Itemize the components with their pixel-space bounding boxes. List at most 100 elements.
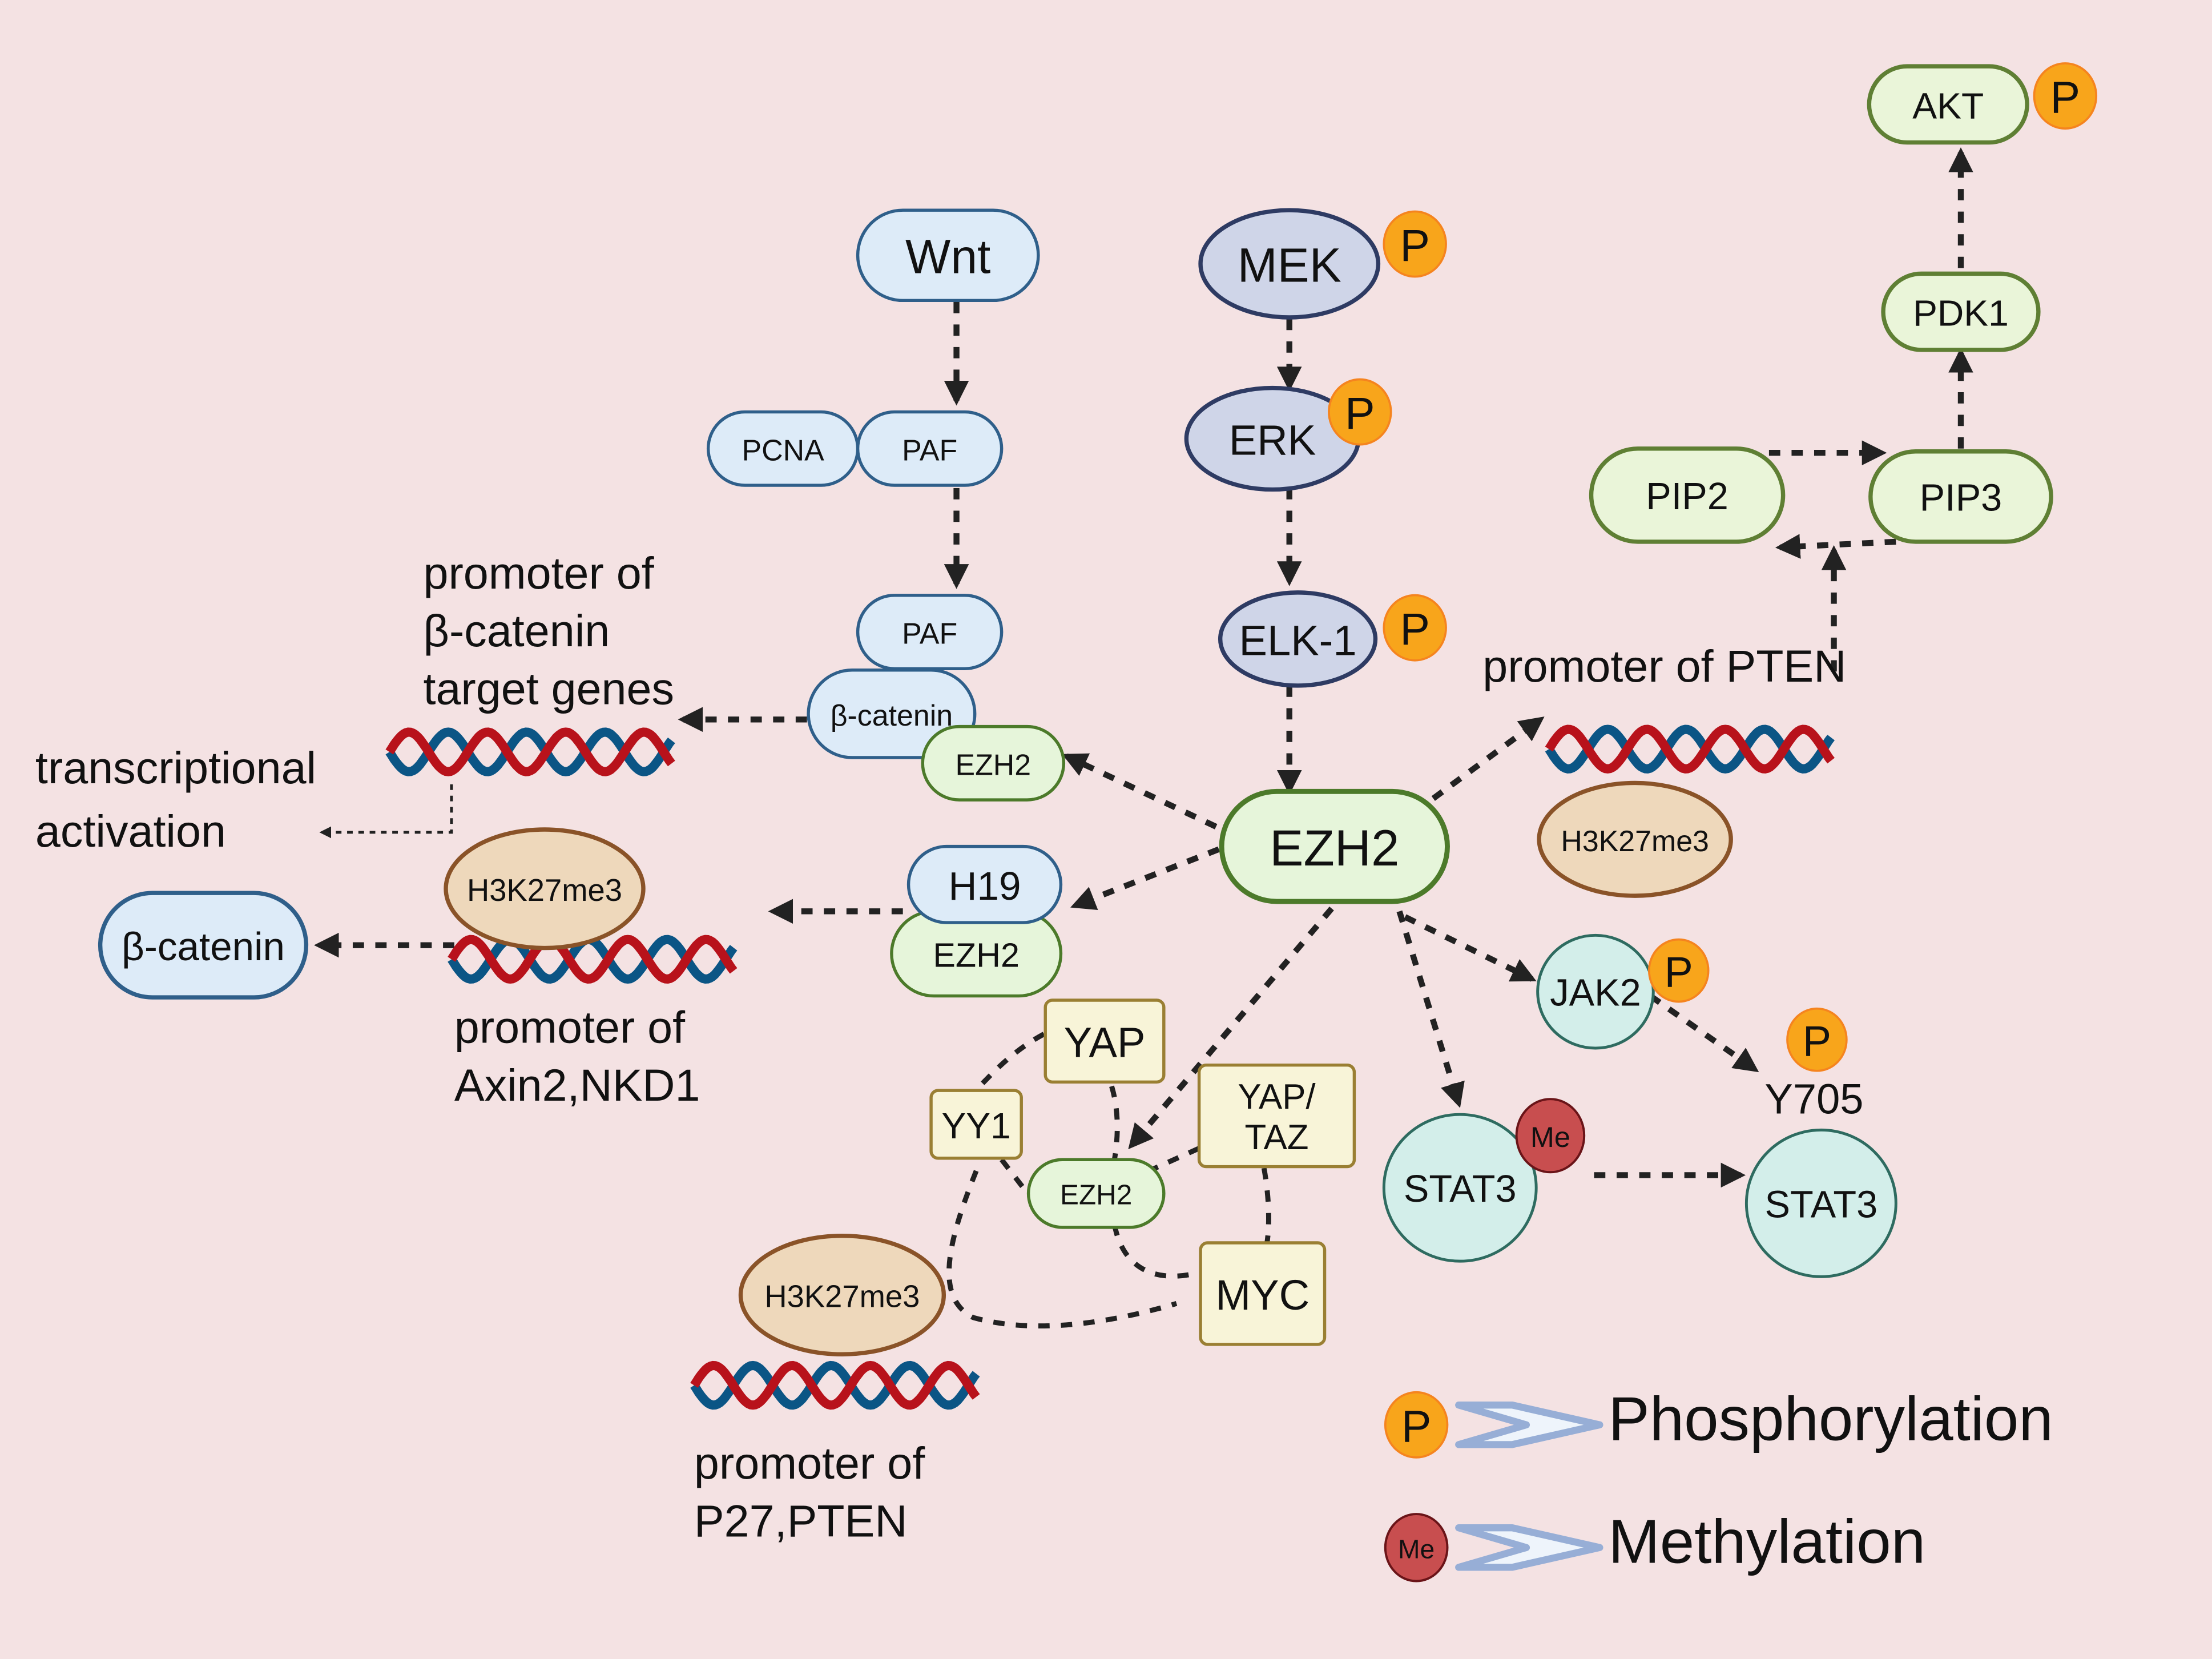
node-ezh2-with-beta-catenin[interactable]: EZH2 <box>921 724 1066 802</box>
node-myc[interactable]: MYC <box>1199 1241 1327 1346</box>
node-akt-shape <box>1867 64 2029 145</box>
erk-phospho-badge-icon: P <box>1328 378 1392 446</box>
phospho-letter: P <box>1401 1401 1432 1451</box>
label-promoter-p27-line-1: P27,PTEN <box>694 1495 908 1546</box>
dna-beta-catenin-promoter <box>385 727 675 776</box>
node-h3k27me3-pten[interactable]: H3K27me3 <box>1537 780 1733 898</box>
node-h3k27me3-axin2-shape <box>444 827 646 951</box>
phospho-letter: P <box>2050 73 2081 123</box>
loop-yy1-ezh2 <box>1000 1158 1032 1198</box>
node-beta-catenin-complex-label: β-catenin <box>831 699 953 732</box>
node-h3k27me3-pten-label: H3K27me3 <box>1561 824 1709 857</box>
node-jak2-label: JAK2 <box>1550 972 1641 1014</box>
node-ezh2-with-h19-label: EZH2 <box>933 936 1020 974</box>
label-transcriptional-activation-line-0: transcriptional <box>35 742 316 793</box>
node-ezh2-center[interactable]: EZH2 <box>1219 788 1450 904</box>
arrow-ezh2-to-jak2 <box>1404 914 1537 982</box>
node-ezh2-small-label: EZH2 <box>1060 1179 1132 1211</box>
node-pdk1[interactable]: PDK1 <box>1881 271 2041 352</box>
legend-label-1: Methylation <box>1608 1507 1925 1576</box>
node-yap-taz-label-1: TAZ <box>1244 1118 1308 1157</box>
node-paf-bottom-label: PAF <box>902 617 957 650</box>
node-h3k27me3-axin2-label: H3K27me3 <box>467 873 622 908</box>
label-promoter-pten-line-0: promoter of PTEN <box>1482 641 1846 691</box>
node-paf-bottom[interactable]: PAF <box>856 594 1004 671</box>
legend-phospho-icon: P <box>1384 1391 1449 1459</box>
node-yap[interactable]: YAP <box>1043 998 1166 1084</box>
label-promoter-beta-catenin-line-2: target genes <box>423 663 674 714</box>
loop-ezh2-myc <box>1111 1224 1200 1279</box>
node-ezh2-small[interactable]: EZH2 <box>1026 1158 1166 1229</box>
legend-label-0: Phosphorylation <box>1608 1384 2053 1453</box>
node-yy1[interactable]: YY1 <box>929 1089 1023 1160</box>
node-yap-taz-shape <box>1197 1063 1356 1169</box>
arrow-ezh2-to-stat3 <box>1396 910 1465 1108</box>
arrow-pip3-to-pip2 <box>1775 534 1896 559</box>
node-pip3[interactable]: PIP3 <box>1868 449 2053 544</box>
stat3-methyl-badge-icon: Me <box>1515 1098 1586 1174</box>
node-ezh2-small-shape <box>1026 1158 1166 1229</box>
node-wnt[interactable]: Wnt <box>856 208 1040 303</box>
node-stat3-phospho[interactable]: STAT3 <box>1744 1128 1897 1278</box>
node-pdk1-shape <box>1881 271 2041 352</box>
node-h19[interactable]: H19 <box>906 844 1063 924</box>
node-pip3-shape <box>1868 449 2053 544</box>
node-paf-top[interactable]: PAF <box>856 410 1004 487</box>
node-elk1-label: ELK-1 <box>1239 617 1357 664</box>
node-stat3-phospho-shape <box>1744 1128 1897 1278</box>
node-h3k27me3-p27-label: H3K27me3 <box>764 1279 920 1314</box>
node-h3k27me3-axin2[interactable]: H3K27me3 <box>444 827 646 951</box>
node-pip2[interactable]: PIP2 <box>1589 446 1786 544</box>
node-beta-catenin-left-label: β-catenin <box>122 924 285 969</box>
node-erk-label: ERK <box>1229 416 1316 464</box>
arrow-ezh2-to-h19 <box>1070 846 1220 910</box>
akt-phospho-badge-icon: P <box>2033 62 2098 130</box>
node-pcna[interactable]: PCNA <box>706 410 860 487</box>
node-h3k27me3-pten-shape <box>1537 780 1733 898</box>
node-akt[interactable]: AKT <box>1867 64 2029 145</box>
node-yap-shape <box>1043 998 1166 1084</box>
node-yap-taz-label-0: YAP/ <box>1238 1077 1316 1117</box>
node-stat3-methyl[interactable]: STAT3 <box>1382 1113 1538 1263</box>
label-y705-line-0: Y705 <box>1764 1075 1863 1122</box>
node-jak2[interactable]: JAK2 <box>1536 933 1655 1050</box>
y705-phospho-badge-icon: P <box>1786 1007 1848 1072</box>
dna-pten-promoter <box>1545 724 1835 774</box>
node-pdk1-label: PDK1 <box>1913 293 2009 334</box>
phospho-letter: P <box>1803 1017 1831 1065</box>
jak2-phospho-badge-icon: P <box>1648 938 1710 1003</box>
node-jak2-shape <box>1536 933 1655 1050</box>
node-mek[interactable]: MEK <box>1198 208 1381 320</box>
node-ezh2-center-shape <box>1219 788 1450 904</box>
label-promoter-pten: promoter of PTEN <box>1482 641 1846 691</box>
legend-chevron-icon-0 <box>1455 1402 1603 1448</box>
node-beta-catenin-left[interactable]: β-catenin <box>98 891 309 1000</box>
node-h19-shape <box>906 844 1063 924</box>
arrow-ezh2-to-ezh2-small <box>1128 907 1334 1150</box>
node-yap-taz[interactable]: YAP/TAZ <box>1197 1063 1356 1169</box>
methyl-letters: Me <box>1530 1121 1570 1153</box>
phospho-letter: P <box>1345 388 1375 438</box>
node-stat3-methyl-label: STAT3 <box>1404 1168 1517 1210</box>
node-mek-shape <box>1198 208 1381 320</box>
arrow-promoter-to-transcription <box>319 784 453 839</box>
node-elk1[interactable]: ELK-1 <box>1218 590 1378 688</box>
phospho-letter: P <box>1400 604 1430 654</box>
label-promoter-p27: promoter of P27,PTEN <box>694 1437 925 1546</box>
node-ezh2-with-h19[interactable]: EZH2 <box>890 909 1063 998</box>
node-ezh2-with-beta-catenin-shape <box>921 724 1066 802</box>
node-h3k27me3-p27-shape <box>738 1233 946 1356</box>
node-h3k27me3-p27[interactable]: H3K27me3 <box>738 1233 946 1356</box>
label-promoter-p27-line-0: promoter of <box>694 1437 925 1488</box>
node-yap-label-0: YAP <box>1064 1019 1146 1066</box>
loop-yy1-h3k27-myc <box>946 1170 1178 1329</box>
node-stat3-methyl-shape <box>1382 1113 1538 1263</box>
node-myc-shape <box>1199 1241 1327 1346</box>
label-y705: Y705 <box>1764 1075 1863 1122</box>
node-stat3-phospho-label: STAT3 <box>1765 1183 1878 1226</box>
